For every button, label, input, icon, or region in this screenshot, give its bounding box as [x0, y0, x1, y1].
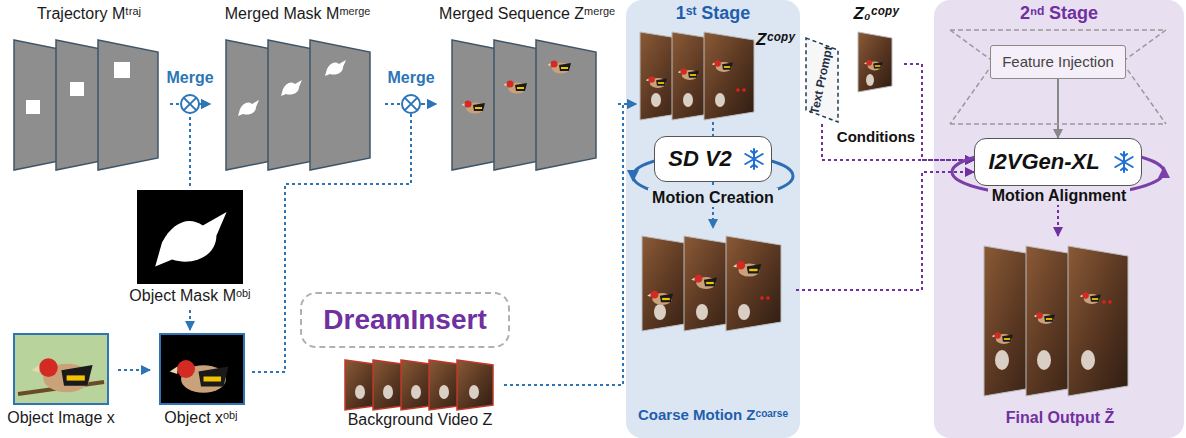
connector	[1057, 79, 1059, 138]
unet-outline	[950, 30, 1166, 124]
object-mask-image	[137, 190, 243, 284]
node-label: Zᶜᵒᵖʸ	[756, 30, 795, 50]
object-image: Object xᵒᵇʲ	[150, 330, 252, 432]
coarse-frames	[642, 236, 781, 331]
merge-operators	[181, 95, 420, 113]
node-label: Object Image x	[7, 408, 115, 427]
annotation-label: Conditions	[837, 128, 915, 146]
node-label: Object xᵒᵇʲ	[164, 408, 237, 427]
background-video-cups	[355, 385, 479, 399]
merged-sequence-frames	[452, 40, 596, 170]
node-label: Z₀ᶜᵒᵖʸ	[853, 4, 898, 24]
node-label: Merged Mask Mᵐᵉʳᵍᵉ	[225, 4, 371, 23]
node-label: Final Output Z̃	[1006, 408, 1114, 427]
node-label: Trajectory Mᵗʳᵃʲ	[37, 4, 141, 23]
model-box: SD V2	[654, 136, 772, 182]
prompt-box: Text Prompt	[804, 36, 840, 124]
connector	[796, 172, 974, 290]
object-photo	[14, 334, 108, 404]
connector	[712, 182, 714, 228]
connector	[904, 64, 974, 160]
frame-image: Z₀ᶜᵒᵖʸ	[848, 4, 904, 92]
model-box: I2VGen-XL	[974, 138, 1142, 186]
motion-alignment-loop	[952, 148, 1170, 196]
mask-image: Object Mask Mᵒᵇʲ	[120, 186, 260, 310]
first-frame	[858, 32, 892, 92]
final-frames	[984, 246, 1128, 396]
motion-creation-loop	[627, 154, 793, 198]
background-video-frames	[345, 360, 493, 410]
node-label: Merged Sequence Zᵐᵉʳᵍᵉ	[439, 4, 615, 23]
node-label: Coarse Motion Zᶜᵒᵃʳˢᵉ	[638, 406, 788, 424]
merged-mask-frames	[226, 40, 370, 170]
connector	[712, 122, 714, 136]
annotation-label: Merge	[166, 68, 213, 87]
process-box: Feature Injection	[990, 45, 1126, 79]
object-image: Object Image x	[4, 330, 118, 432]
node-label: SD V2	[668, 146, 732, 172]
node-label: Background Video Z	[348, 410, 493, 429]
node-label: 2ⁿᵈ Stage	[1020, 3, 1098, 25]
node-label: Motion Creation	[648, 188, 778, 207]
node-label: Motion Alignment	[988, 186, 1131, 205]
image-stack: Trajectory Mᵗʳᵃʲ	[8, 4, 170, 172]
connector	[118, 369, 150, 371]
object-cutout	[160, 334, 244, 404]
snowflake-icon	[743, 148, 765, 170]
video-stack: Final Output Z̃	[970, 236, 1150, 432]
trajectory-frames	[14, 40, 158, 170]
image-stack: Merged Sequence Zᵐᵉʳᵍᵉ	[436, 4, 618, 172]
node-label: 1ˢᵗ Stage	[676, 3, 751, 25]
title-box: DreamInsert	[300, 292, 510, 348]
image-stack: Merged Mask Mᵐᵉʳᵍᵉ	[210, 4, 385, 172]
video-stack: Background Video Z	[336, 356, 504, 432]
annotation-label: Merge	[387, 68, 434, 87]
node-label: Object Mask Mᵒᵇʲ	[129, 286, 250, 305]
copy-frames	[640, 32, 754, 120]
connector	[189, 310, 191, 330]
snowflake-icon	[1113, 151, 1135, 173]
connector	[190, 104, 210, 186]
node-label: DreamInsert	[323, 303, 486, 337]
connector	[1057, 186, 1059, 236]
connector	[822, 124, 974, 160]
video-stack: Coarse Motion Zᶜᵒᵃʳˢᵉ	[630, 228, 796, 432]
node-label: I2VGen-XL	[988, 149, 1099, 175]
video-stack: Zᶜᵒᵖʸ	[636, 26, 796, 122]
node-label: Feature Injection	[1002, 53, 1114, 71]
